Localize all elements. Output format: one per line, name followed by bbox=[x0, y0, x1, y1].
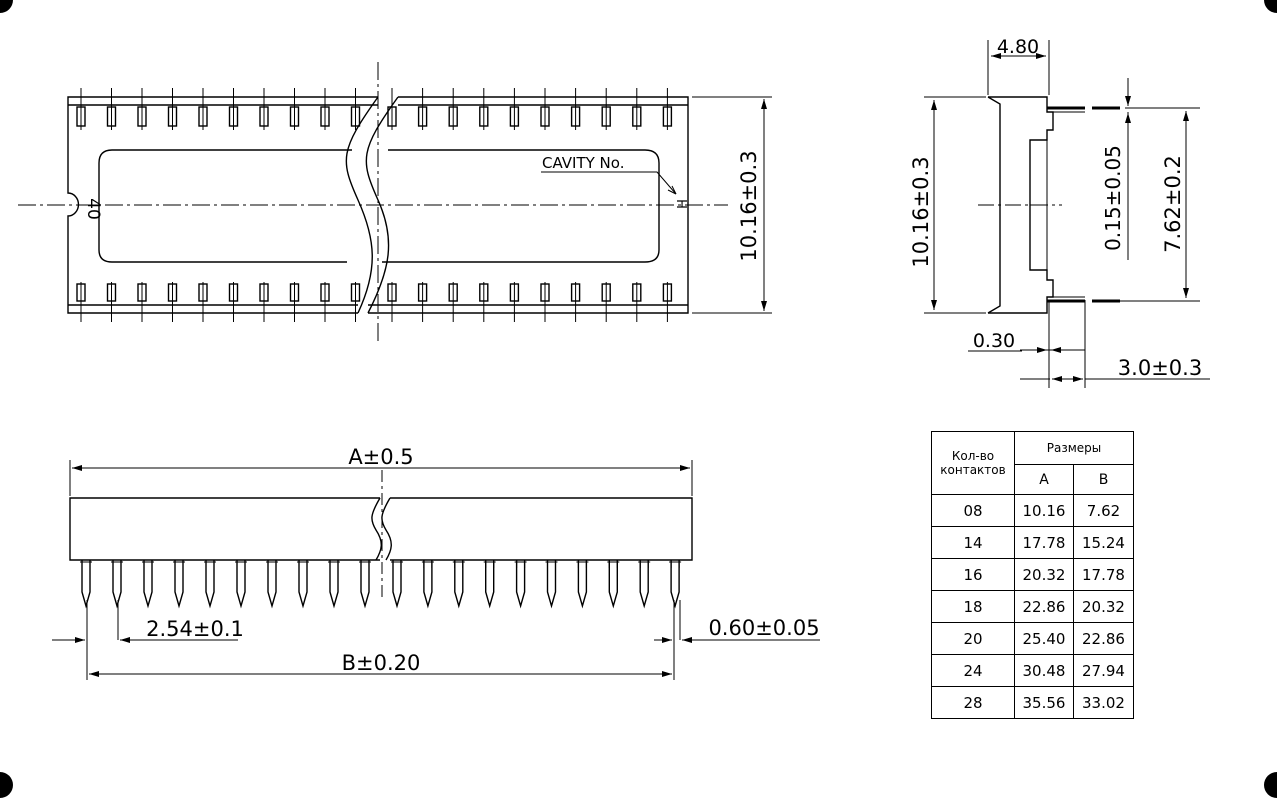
pin-shoulder bbox=[391, 560, 403, 568]
cavity-label: CAVITY No. bbox=[542, 154, 624, 172]
a-cell: 17.78 bbox=[1014, 526, 1074, 559]
pin-shoulder bbox=[638, 560, 651, 568]
pin-shoulder bbox=[421, 560, 434, 568]
pin-lead bbox=[577, 560, 588, 609]
side-height-dim: 10.16±0.3 bbox=[909, 156, 933, 267]
pin-40-label: 40 bbox=[83, 198, 103, 220]
b-cell: 22.86 bbox=[1073, 622, 1134, 655]
cavity-marker: H bbox=[673, 199, 688, 209]
pin-shoulder bbox=[204, 560, 216, 568]
lead-width-dim: 0.30 bbox=[973, 330, 1015, 352]
pin-count-cell: 28 bbox=[931, 686, 1015, 719]
b-cell: 33.02 bbox=[1073, 686, 1134, 719]
pin-count-cell: 08 bbox=[931, 494, 1015, 527]
pin-pitch-dim: 2.54±0.1 bbox=[146, 617, 244, 641]
gap-dim: 0.15±0.05 bbox=[1101, 145, 1125, 251]
pin-lead bbox=[143, 560, 153, 609]
pin-width-dim: 0.60±0.05 bbox=[708, 616, 819, 640]
pin-count-cell: 24 bbox=[931, 654, 1015, 687]
header-b: B bbox=[1073, 464, 1134, 495]
pin-shoulder bbox=[80, 560, 92, 568]
pin-shoulder bbox=[235, 560, 247, 568]
pin-count-cell: 14 bbox=[931, 526, 1015, 559]
header-a: A bbox=[1014, 464, 1074, 495]
pin-shoulder bbox=[545, 560, 558, 568]
pin-lead bbox=[236, 560, 246, 609]
a-cell: 25.40 bbox=[1014, 622, 1074, 655]
pin-shoulder bbox=[297, 560, 309, 568]
row-pitch-dim: 7.62±0.2 bbox=[1161, 155, 1185, 253]
b-cell: 15.24 bbox=[1073, 526, 1134, 559]
pin-shoulder bbox=[111, 560, 123, 568]
lead-len-dim: 3.0±0.3 bbox=[1118, 356, 1202, 380]
top-height-dim: 10.16±0.3 bbox=[737, 150, 761, 261]
pin-shoulder bbox=[669, 560, 682, 568]
a-cell: 30.48 bbox=[1014, 654, 1074, 687]
pin-lead bbox=[329, 560, 339, 609]
b-cell: 20.32 bbox=[1073, 590, 1134, 623]
a-cell: 20.32 bbox=[1014, 558, 1074, 591]
pin-lead bbox=[670, 560, 680, 609]
pin-shoulder bbox=[452, 560, 465, 568]
pin-lead bbox=[112, 560, 122, 609]
header-pin-count: Кол-во контактов bbox=[931, 431, 1015, 495]
pin-lead bbox=[485, 560, 495, 609]
header-sizes: Размеры bbox=[1014, 431, 1134, 465]
pin-shoulder bbox=[576, 560, 589, 568]
pin-count-cell: 18 bbox=[931, 590, 1015, 623]
pin-shoulder bbox=[266, 560, 278, 568]
b-cell: 17.78 bbox=[1073, 558, 1134, 591]
pin-lead bbox=[174, 560, 184, 609]
a-cell: 22.86 bbox=[1014, 590, 1074, 623]
top-view bbox=[18, 62, 772, 345]
pin-shoulder bbox=[173, 560, 185, 568]
pin-lead bbox=[81, 560, 91, 609]
pin-count-cell: 20 bbox=[931, 622, 1015, 655]
side-view bbox=[924, 40, 1200, 388]
b-cell: 7.62 bbox=[1073, 494, 1134, 527]
b-cell: 27.94 bbox=[1073, 654, 1134, 687]
pin-lead bbox=[423, 560, 433, 609]
pin-shoulder bbox=[514, 560, 527, 568]
pin-lead bbox=[392, 560, 402, 609]
side-width-dim: 4.80 bbox=[997, 36, 1039, 58]
a-cell: 35.56 bbox=[1014, 686, 1074, 719]
pin-shoulder bbox=[359, 560, 371, 568]
pin-lead bbox=[608, 560, 618, 609]
pin-count-cell: 16 bbox=[931, 558, 1015, 591]
pin-lead bbox=[515, 560, 526, 609]
pin-lead bbox=[267, 560, 277, 609]
pin-shoulder bbox=[483, 560, 496, 568]
span-dim: B±0.20 bbox=[342, 651, 421, 675]
pin-shoulder bbox=[607, 560, 620, 568]
pin-lead bbox=[205, 560, 215, 609]
pin-lead bbox=[639, 560, 649, 609]
pin-lead bbox=[546, 560, 557, 609]
length-dim: A±0.5 bbox=[348, 445, 413, 469]
pin-lead bbox=[454, 560, 464, 609]
pin-shoulder bbox=[142, 560, 154, 568]
front-view bbox=[69, 460, 693, 680]
pin-lead bbox=[360, 560, 370, 609]
a-cell: 10.16 bbox=[1014, 494, 1074, 527]
pin-shoulder bbox=[328, 560, 340, 568]
pin-lead bbox=[298, 560, 308, 609]
